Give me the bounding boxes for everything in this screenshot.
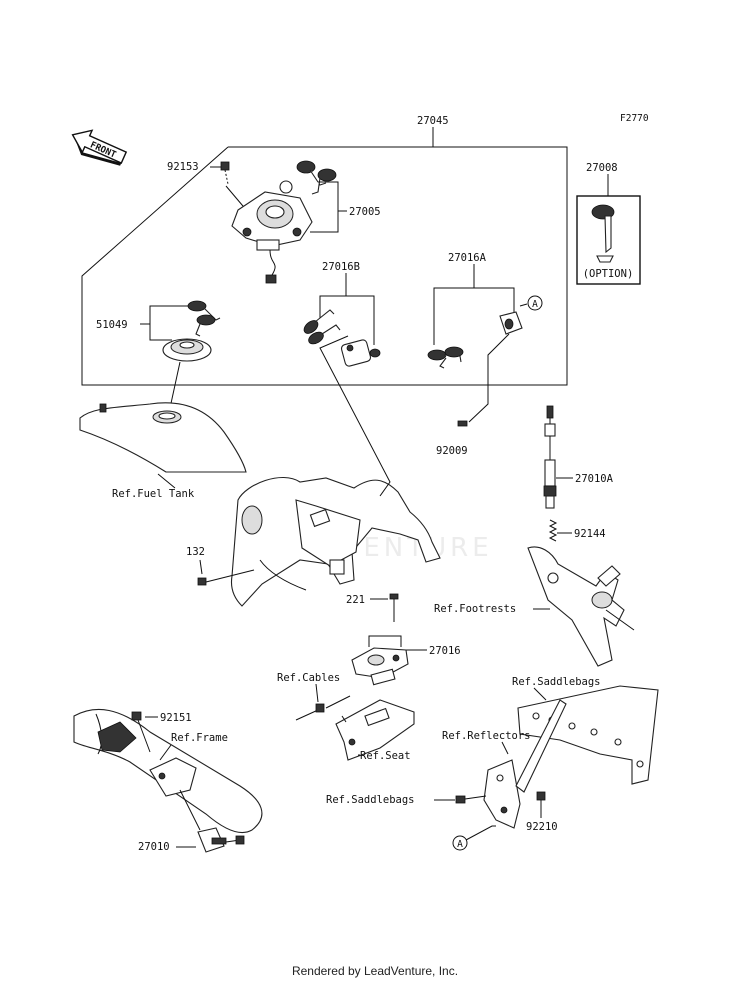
label-92009: 92009 bbox=[436, 445, 468, 457]
marker-a-lower-label: A bbox=[457, 839, 463, 850]
seat-frame-bracket bbox=[230, 477, 441, 607]
front-arrow-icon: FRONT bbox=[71, 129, 128, 166]
ignition-switch-27005 bbox=[231, 180, 313, 284]
switch-27010 bbox=[197, 827, 245, 853]
cable-end bbox=[295, 695, 351, 721]
keys-27005 bbox=[296, 160, 337, 195]
option-key-box: (OPTION) bbox=[576, 195, 641, 285]
keys-27016B bbox=[303, 309, 341, 345]
label-132: 132 bbox=[186, 546, 205, 558]
figure-code: F2770 bbox=[620, 113, 649, 124]
label-27005: 27005 bbox=[349, 206, 381, 218]
bolt-221 bbox=[389, 593, 399, 622]
ref-fuel-tank: Ref.Fuel Tank bbox=[112, 488, 195, 500]
bolt-132 bbox=[197, 577, 207, 586]
saddlebag-bracket bbox=[517, 685, 659, 785]
spring-92144 bbox=[548, 519, 558, 542]
lock-27016A bbox=[499, 311, 523, 335]
label-51049: 51049 bbox=[96, 319, 128, 331]
seat-lock-27016 bbox=[351, 647, 409, 686]
label-27016: 27016 bbox=[429, 645, 461, 657]
label-92144: 92144 bbox=[574, 528, 606, 540]
bolt-saddlebag bbox=[455, 795, 466, 804]
marker-a-lower bbox=[452, 835, 468, 851]
marker-a-upper-label: A bbox=[532, 299, 538, 310]
seat-latch-bracket bbox=[335, 699, 415, 761]
lock-cylinder-27016B bbox=[340, 339, 381, 367]
ref-saddlebags-upper: Ref.Saddlebags bbox=[512, 676, 601, 688]
ref-seat: Ref.Seat bbox=[360, 750, 411, 762]
label-27010: 27010 bbox=[138, 841, 170, 853]
footer-credit: Rendered by LeadVenture, Inc. bbox=[291, 964, 459, 978]
screw-92009 bbox=[457, 420, 468, 427]
label-27045: 27045 bbox=[417, 115, 449, 127]
option-label: (OPTION) bbox=[583, 268, 634, 280]
ref-footrests: Ref.Footrests bbox=[434, 603, 516, 615]
label-92210: 92210 bbox=[526, 821, 558, 833]
bolt-92151 bbox=[131, 711, 151, 753]
label-27010A: 27010A bbox=[575, 473, 614, 485]
switch-27010A bbox=[543, 405, 557, 509]
sensor-bracket bbox=[149, 757, 201, 831]
fuel-cap-51049 bbox=[162, 338, 212, 362]
footrest-bracket bbox=[527, 546, 635, 667]
fuel-tank bbox=[79, 402, 247, 473]
label-27016B: 27016B bbox=[322, 261, 360, 273]
label-92151: 92151 bbox=[160, 712, 192, 724]
bolt-92153 bbox=[220, 161, 230, 185]
keys-51049 bbox=[187, 300, 221, 337]
label-92153: 92153 bbox=[167, 161, 199, 173]
label-27008: 27008 bbox=[586, 162, 618, 174]
marker-a-upper bbox=[527, 295, 543, 311]
nut-92210 bbox=[536, 791, 546, 801]
ref-cables: Ref.Cables bbox=[277, 672, 340, 684]
ref-frame: Ref.Frame bbox=[171, 732, 228, 744]
reflector-bracket bbox=[483, 699, 567, 829]
label-221: 221 bbox=[346, 594, 365, 606]
kit-27045-outline bbox=[81, 127, 568, 386]
keys-27016A bbox=[427, 346, 464, 369]
ref-saddlebags-lower: Ref.Saddlebags bbox=[326, 794, 415, 806]
label-27016A: 27016A bbox=[448, 252, 487, 264]
ref-reflectors: Ref.Reflectors bbox=[442, 730, 531, 742]
